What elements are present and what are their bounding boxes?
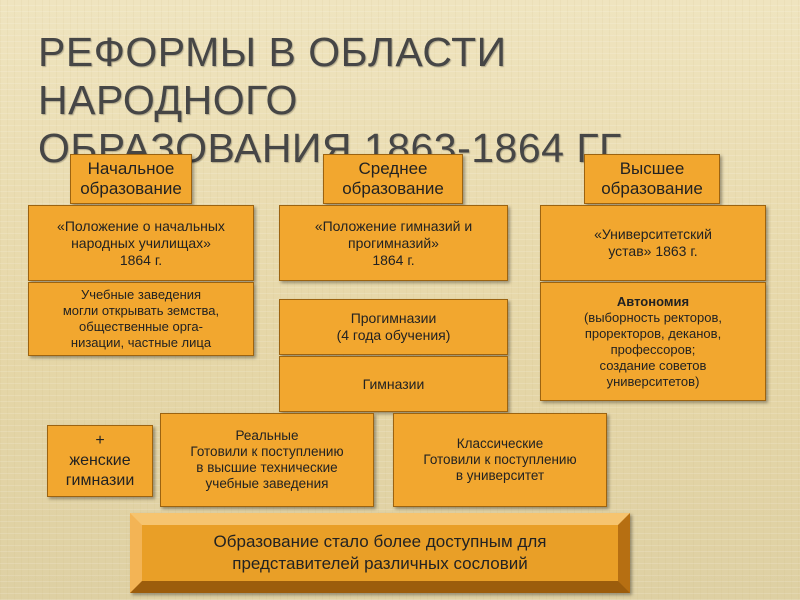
higher-statute-box: «Университетский устав» 1863 г. <box>540 205 766 281</box>
conclusion-line-1: Образование стало более доступным для <box>213 532 547 551</box>
primary-education-header: Начальное образование <box>70 154 192 204</box>
conclusion-box: Образование стало более доступным для пр… <box>130 513 630 593</box>
conclusion-line-2: представителей различных сословий <box>232 554 528 573</box>
title-line-1: РЕФОРМЫ В ОБЛАСТИ НАРОДНОГО <box>38 29 507 123</box>
primary-details-box: Учебные заведения могли открывать земств… <box>28 282 254 356</box>
women-gymnasiums-box: + женские гимназии <box>47 425 153 497</box>
classical-gymnasium-box: Классические Готовили к поступлению в ун… <box>393 413 607 507</box>
secondary-education-header: Среднее образование <box>323 154 463 204</box>
secondary-statute-box: «Положение гимназий и прогимназий» 1864 … <box>279 205 508 281</box>
gymnasium-box: Гимназии <box>279 356 508 412</box>
primary-statute-box: «Положение о начальных народных училищах… <box>28 205 254 281</box>
autonomy-box: Автономия (выборность ректоров, проректо… <box>540 282 766 401</box>
slide-title: РЕФОРМЫ В ОБЛАСТИ НАРОДНОГО ОБРАЗОВАНИЯ … <box>38 28 778 172</box>
higher-education-header: Высшее образование <box>584 154 720 204</box>
progymnasium-box: Прогимназии (4 года обучения) <box>279 299 508 355</box>
real-gymnasium-box: Реальные Готовили к поступлению в высшие… <box>160 413 374 507</box>
autonomy-title: Автономия <box>616 293 690 309</box>
